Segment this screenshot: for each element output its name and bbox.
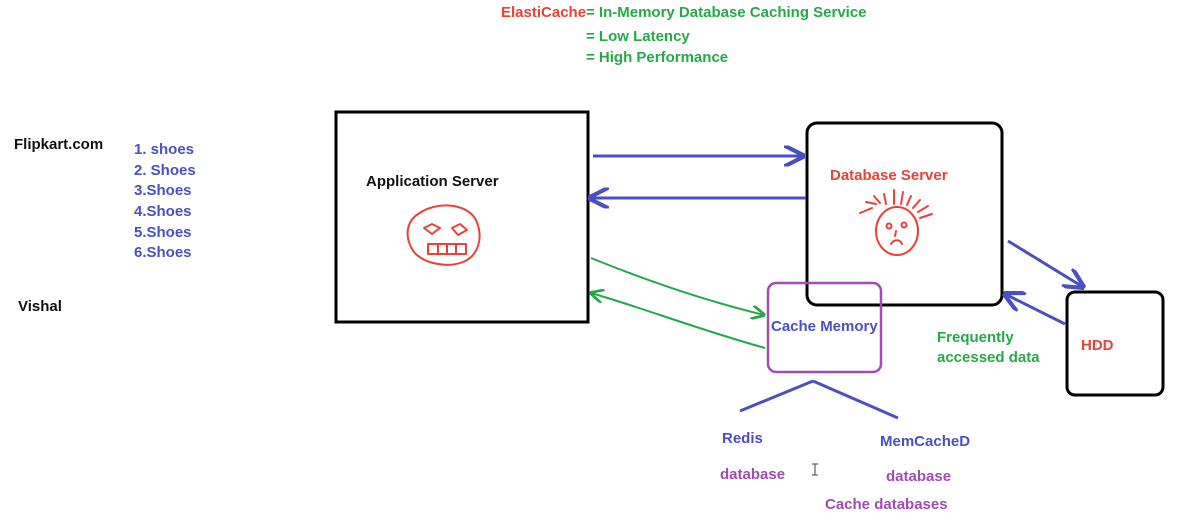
angry-face-icon bbox=[406, 204, 481, 266]
arrow-app-to-cache bbox=[590, 257, 764, 315]
user-label: Vishal bbox=[18, 298, 62, 315]
list-item: 3.Shoes bbox=[134, 182, 192, 200]
frequently-text: Frequently bbox=[937, 329, 1014, 346]
hdd-box bbox=[1065, 290, 1165, 397]
stressed-face-icon bbox=[859, 189, 933, 256]
memcached-database-label: database bbox=[886, 468, 952, 485]
cache-memory-box bbox=[766, 281, 883, 374]
arrow-db-to-hdd bbox=[1007, 239, 1083, 287]
arrow-hdd-to-db bbox=[1005, 294, 1066, 326]
elasticache-definition: = In-Memory Database Caching Service bbox=[586, 4, 867, 21]
list-item: 2. Shoes bbox=[134, 161, 196, 179]
arrow-cache-to-app bbox=[591, 293, 766, 349]
elasticache-label: ElastiCache bbox=[501, 4, 587, 21]
cache-memory-label: Cache Memory bbox=[771, 318, 878, 335]
accessed-data-text: accessed data bbox=[937, 349, 1040, 366]
redis-label: Redis bbox=[722, 430, 763, 447]
branch-line-memcached bbox=[812, 379, 899, 420]
search-list: 1. shoes 2. Shoes 3.Shoes 4.Shoes 5.Shoe… bbox=[134, 140, 196, 264]
db-server-box bbox=[805, 121, 1004, 307]
site-label: Flipkart.com bbox=[14, 136, 104, 153]
memcached-label: MemCacheD bbox=[880, 433, 971, 450]
cache-databases-caption: Cache databases bbox=[825, 496, 948, 513]
redis-database-label: database bbox=[720, 466, 786, 483]
hdd-label: HDD bbox=[1081, 337, 1114, 354]
app-server-label: Application Server bbox=[366, 173, 499, 190]
low-latency-text: = Low Latency bbox=[586, 28, 690, 45]
db-server-label: Database Server bbox=[830, 167, 948, 184]
list-item: 1. shoes bbox=[134, 141, 195, 158]
list-item: 6.Shoes bbox=[134, 244, 192, 262]
app-server-box bbox=[334, 110, 590, 324]
high-performance-text: = High Performance bbox=[586, 49, 729, 66]
list-item: 5.Shoes bbox=[134, 223, 192, 241]
list-item: 4.Shoes bbox=[134, 203, 192, 221]
text-cursor-icon bbox=[812, 463, 818, 476]
branch-line-redis bbox=[739, 379, 814, 413]
